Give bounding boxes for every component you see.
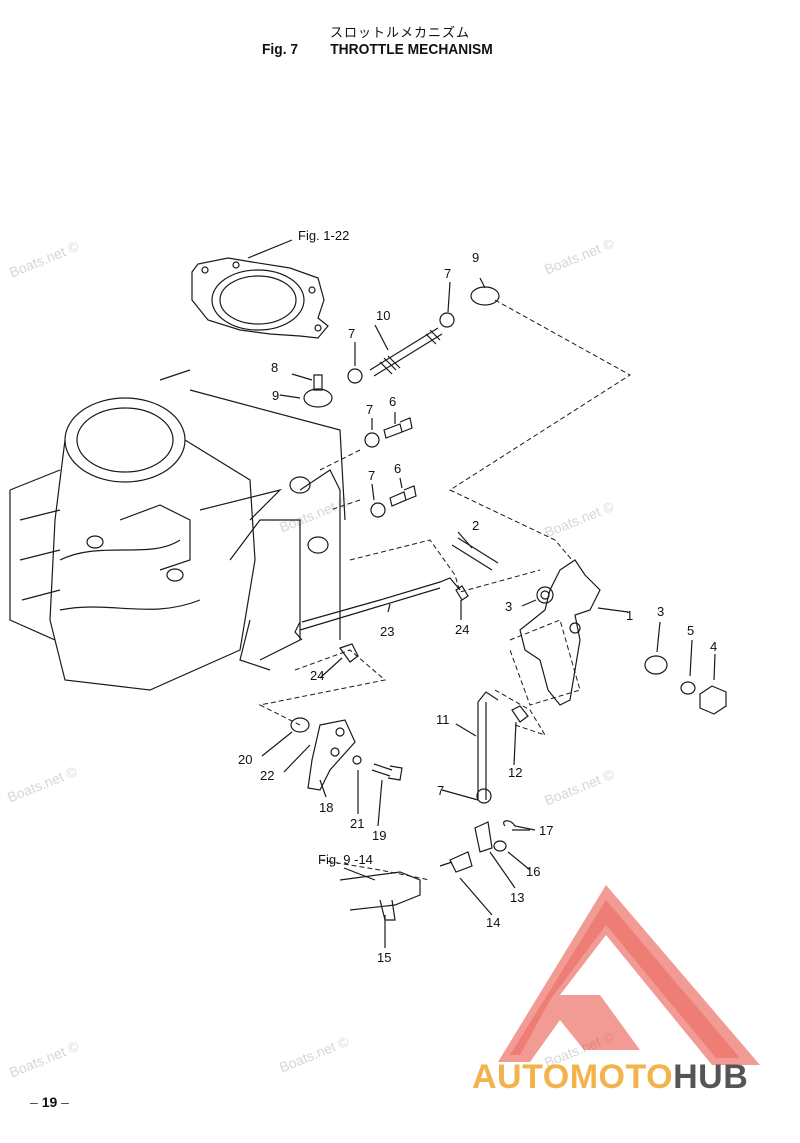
nut (439, 312, 455, 328)
rod-part (369, 327, 443, 377)
callout-12: 12 (508, 765, 522, 780)
callout-18: 18 (319, 800, 333, 815)
callout-14: 14 (486, 915, 500, 930)
pivot-bolt (439, 851, 473, 873)
callout-7: 7 (368, 468, 375, 483)
nut (476, 788, 492, 804)
washer (352, 755, 362, 765)
bolt (371, 763, 403, 781)
gasket-drawing (191, 239, 329, 339)
rod (477, 691, 499, 800)
callout-3: 3 (505, 599, 512, 614)
callout-7: 7 (366, 402, 373, 417)
figure-caption: THROTTLE MECHANISM (330, 41, 493, 58)
reference-fig-9-14: Fig. 9 -14 (318, 852, 373, 867)
page-number: – 19 – (30, 1094, 69, 1110)
automotohub-logo: AUTOMOTOHUB (472, 1058, 748, 1097)
callout-23: 23 (380, 624, 394, 639)
carburetor-drawing (9, 369, 346, 691)
washer (493, 840, 507, 852)
callout-7: 7 (444, 266, 451, 281)
washer (644, 655, 668, 675)
joint (474, 821, 493, 853)
callout-9: 9 (472, 250, 479, 265)
title-japanese: スロットルメカニズム (329, 26, 470, 41)
ball-joint (511, 705, 529, 723)
bracket (307, 719, 356, 791)
clip (503, 820, 536, 831)
callout-1: 1 (626, 608, 633, 623)
figure-number: Fig. 7 (262, 41, 299, 58)
logo-part-auto: AUTO (472, 1058, 570, 1096)
nut (364, 432, 380, 448)
callout-17: 17 (539, 823, 553, 838)
figure-title: Fig. 7 THROTTLE MECHANISM (262, 41, 493, 58)
shaft (451, 537, 499, 571)
logo-part-hub: HUB (673, 1058, 749, 1096)
callout-8: 8 (271, 360, 278, 375)
reference-fig-1-22: Fig. 1-22 (298, 228, 349, 243)
link-rod (299, 577, 461, 631)
callout-10: 10 (376, 308, 390, 323)
control-arm (339, 871, 421, 911)
callout-9: 9 (272, 388, 279, 403)
callout-6: 6 (394, 461, 401, 476)
automotohub-logo-icon (498, 885, 760, 1065)
page-dash: – (30, 1094, 38, 1110)
callout-labels: 1 2 3 3 4 5 6 6 7 7 7 7 7 8 9 9 10 11 12… (238, 228, 717, 965)
page-dash: – (61, 1094, 69, 1110)
nut (699, 685, 727, 715)
callout-21: 21 (350, 816, 364, 831)
page-number-value: 19 (41, 1094, 58, 1110)
washer (680, 681, 696, 695)
callout-11: 11 (436, 712, 450, 727)
callout-4: 4 (710, 639, 717, 654)
ball-joint (339, 643, 359, 663)
callout-5: 5 (687, 623, 694, 638)
nut (347, 368, 363, 384)
callout-7: 7 (437, 783, 444, 798)
bolt (389, 485, 417, 507)
ball-joint (470, 286, 500, 306)
callout-15: 15 (377, 950, 391, 965)
callout-24: 24 (310, 668, 324, 683)
callout-13: 13 (510, 890, 524, 905)
throttle-lever (519, 559, 601, 706)
callout-7: 7 (348, 326, 355, 341)
ball-joint (303, 388, 333, 408)
logo-part-moto: MOTO (569, 1058, 674, 1096)
callout-19: 19 (372, 828, 386, 843)
assembly-lines (258, 299, 631, 881)
callout-20: 20 (238, 752, 252, 767)
callout-16: 16 (526, 864, 540, 879)
callout-3: 3 (657, 604, 664, 619)
nut (370, 502, 386, 518)
bolt (383, 417, 413, 439)
callout-2: 2 (472, 518, 479, 533)
callout-22: 22 (260, 768, 274, 783)
callout-6: 6 (389, 394, 396, 409)
ball-joint (455, 585, 469, 601)
washer (290, 717, 310, 733)
callout-24: 24 (455, 622, 469, 637)
